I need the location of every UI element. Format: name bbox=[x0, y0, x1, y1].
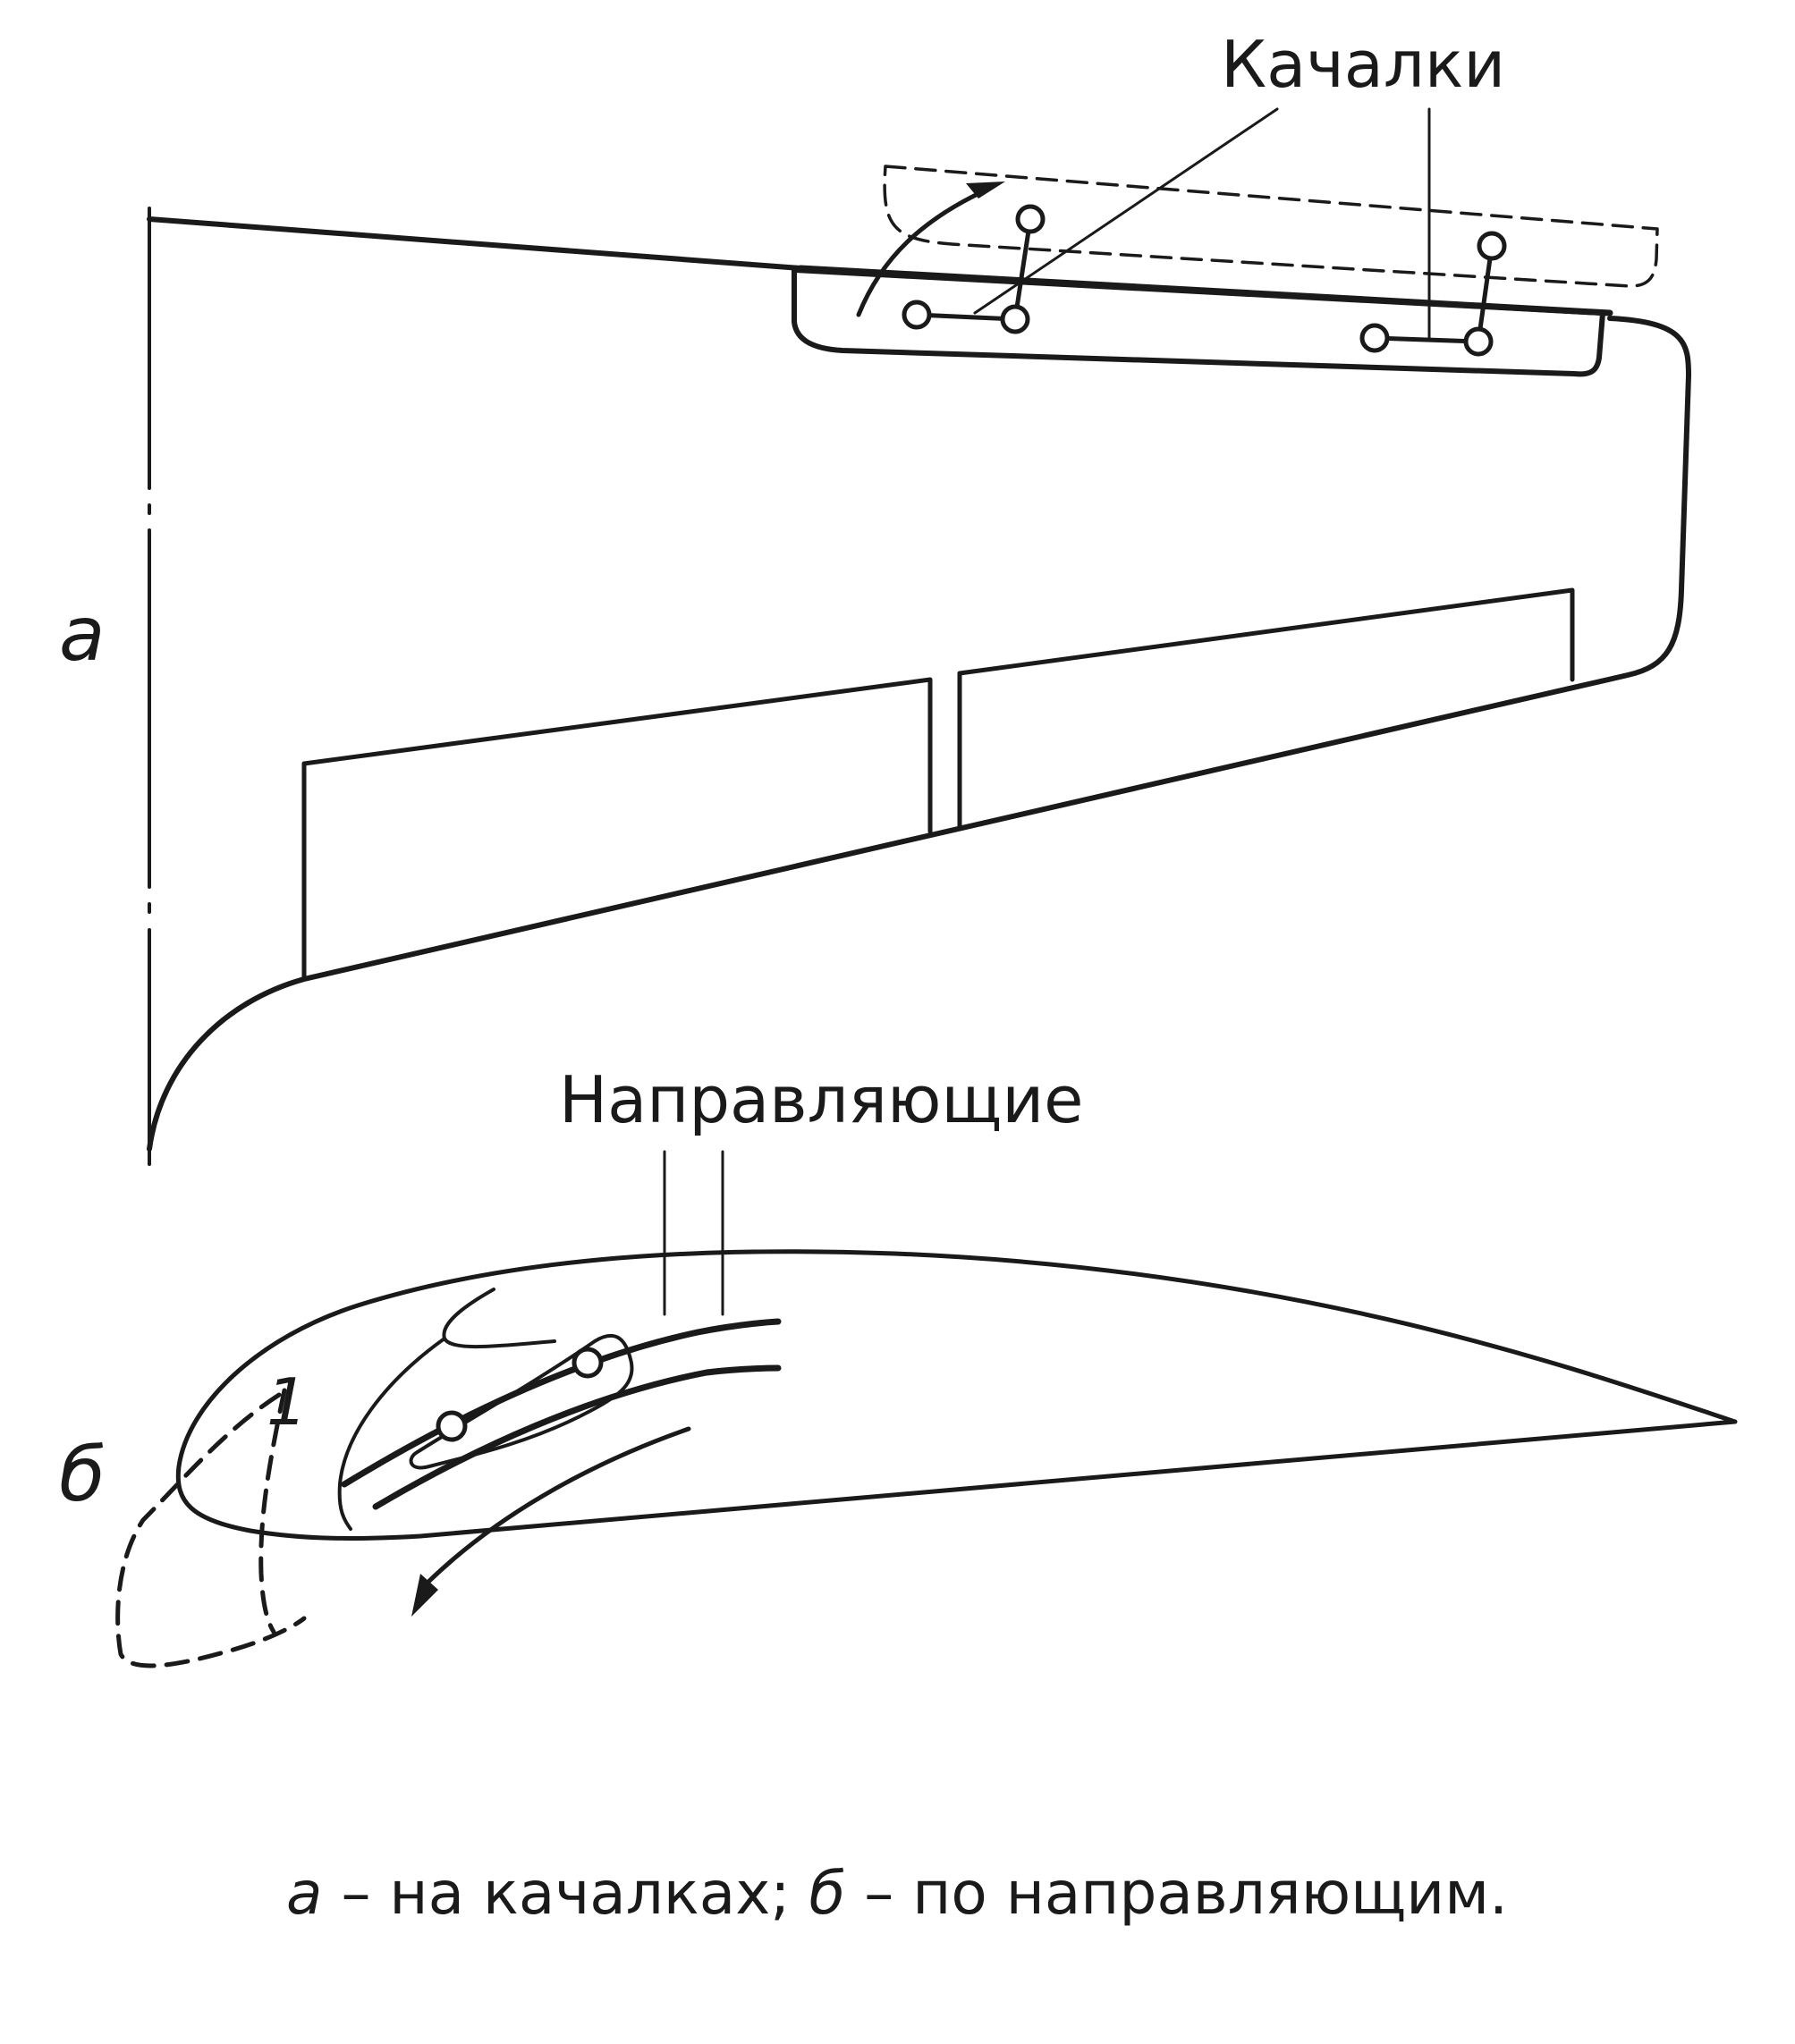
deflection-arrow-head bbox=[411, 1574, 438, 1617]
caption-b-letter: б bbox=[809, 1859, 846, 1928]
slat-inner-contour bbox=[337, 1337, 446, 1531]
wing-outline bbox=[147, 216, 1691, 1152]
deflection-arrow bbox=[411, 1426, 691, 1617]
part-a-label: а bbox=[59, 590, 105, 678]
slide-carriage bbox=[409, 1334, 634, 1470]
rocker-1-pivot-left bbox=[902, 300, 932, 330]
wing-plan-view: Качалки а bbox=[59, 27, 1691, 1166]
slat-retracted bbox=[792, 267, 1605, 377]
rocker-1 bbox=[902, 204, 1046, 334]
carriage-roller-2 bbox=[572, 1347, 604, 1379]
caption-a-text: – на качалках; bbox=[322, 1859, 809, 1928]
slat-contour-upper bbox=[442, 1288, 556, 1349]
guide-rail-lower bbox=[372, 1364, 782, 1510]
slat-extended-section-inner bbox=[258, 1388, 287, 1634]
extension-arrow bbox=[856, 182, 1005, 317]
rocker-1-slat-joint bbox=[1015, 204, 1046, 234]
kachalki-label: Качалки bbox=[1221, 27, 1505, 102]
rocker-2-pivot-right bbox=[1463, 326, 1494, 357]
figure-caption: а – на качалках; б – по направляющим. bbox=[286, 1859, 1508, 1928]
slat-extended bbox=[883, 165, 1659, 288]
rocker-2-pivot-left bbox=[1359, 323, 1390, 353]
flap-inboard bbox=[301, 677, 933, 982]
detail-number-label: 1 bbox=[267, 1364, 308, 1440]
rocker-2 bbox=[1359, 231, 1507, 357]
part-b-label: б bbox=[59, 1431, 106, 1518]
caption-a-letter: а bbox=[286, 1859, 322, 1928]
rocker-1-pivot-right bbox=[1000, 304, 1030, 334]
guide-rail-upper bbox=[341, 1318, 782, 1488]
slat-extended-section bbox=[115, 1392, 307, 1668]
airfoil-section-view: Направляющие 1 б bbox=[59, 1062, 1738, 1668]
carriage-roller-1 bbox=[436, 1410, 468, 1442]
kachalki-leaders bbox=[973, 107, 1431, 340]
airfoil-outline bbox=[175, 1249, 1738, 1541]
napravlyayushchie-leaders bbox=[663, 1150, 724, 1316]
rocker-2-slat-joint bbox=[1477, 231, 1507, 261]
extension-arrow-head bbox=[966, 182, 1005, 198]
caption-b-text: – по направляющим. bbox=[845, 1859, 1508, 1928]
napravlyayushchie-label: Направляющие bbox=[559, 1062, 1083, 1137]
flap-outboard bbox=[957, 587, 1575, 830]
guide-rails bbox=[341, 1318, 782, 1510]
